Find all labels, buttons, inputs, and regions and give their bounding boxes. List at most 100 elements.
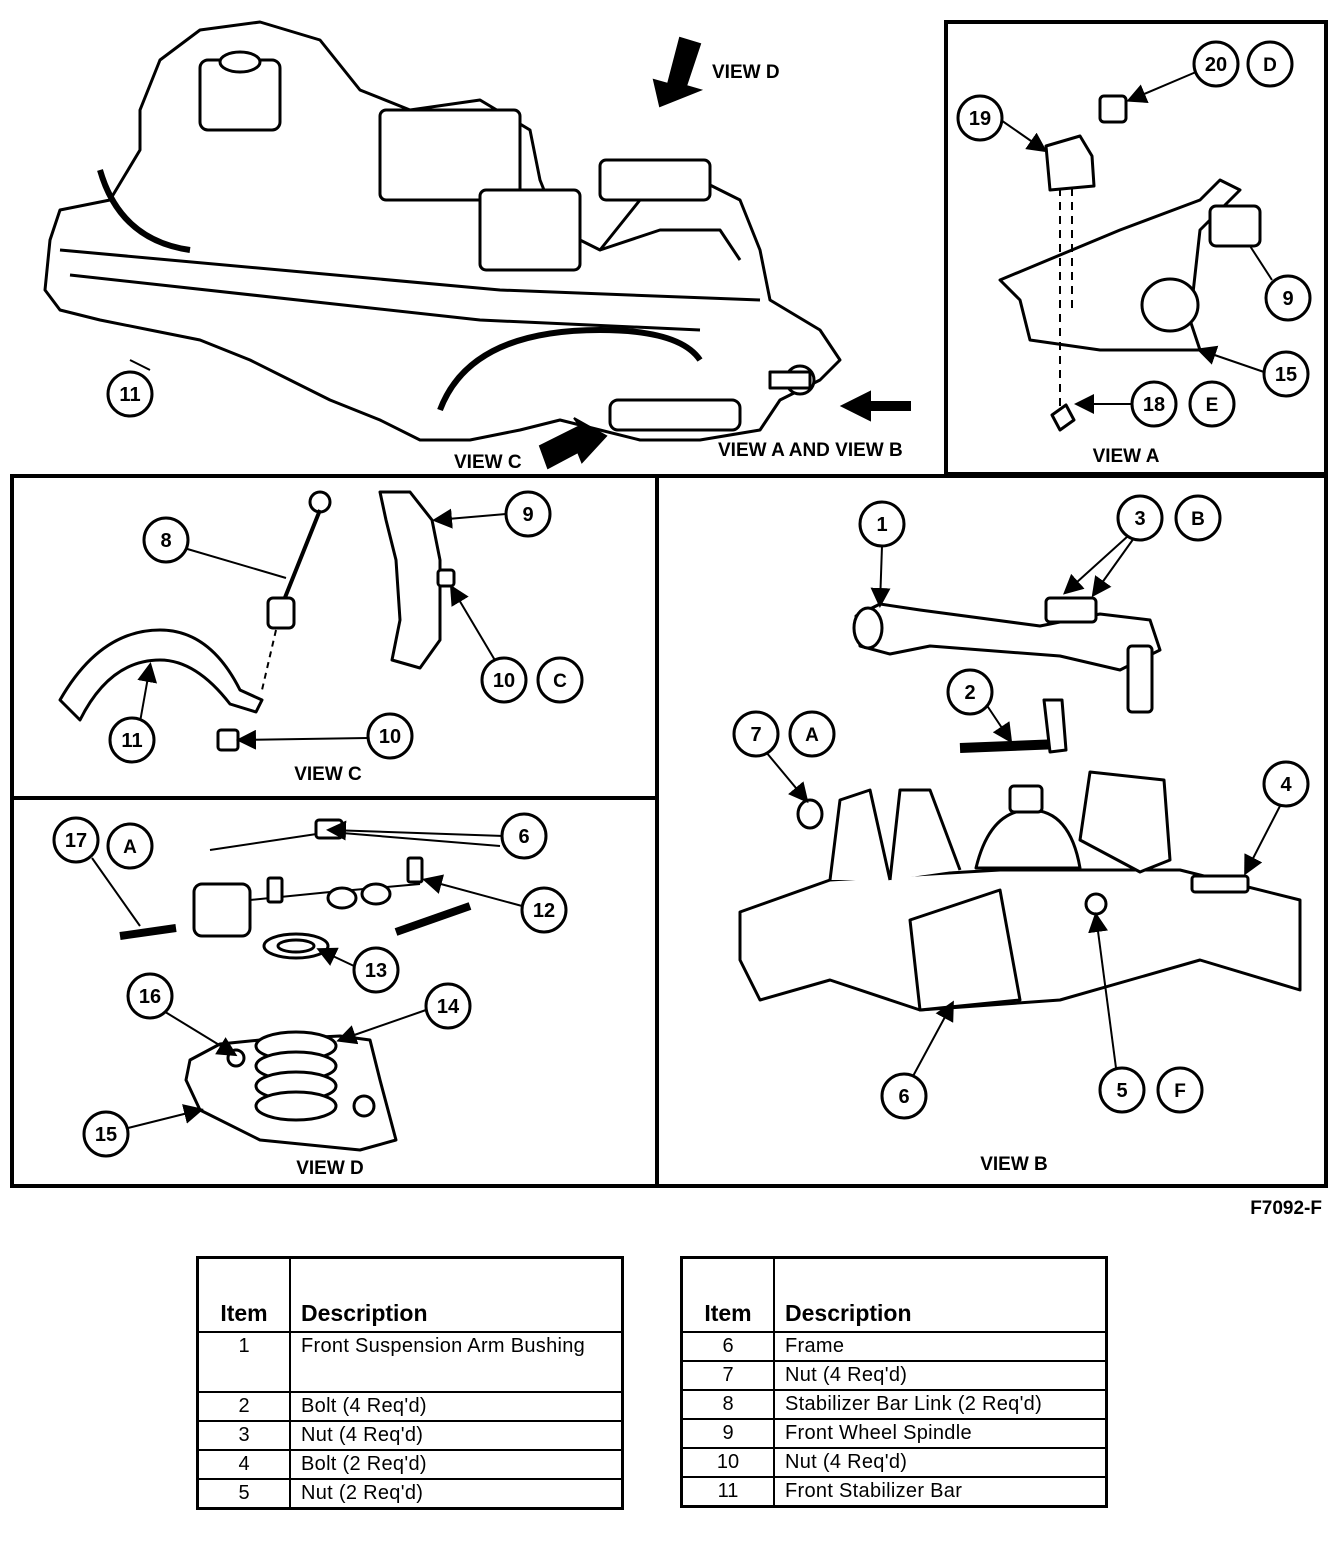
legend-header-item: Item	[680, 1256, 775, 1333]
view-d-label: VIEW D	[296, 1158, 364, 1179]
view-a-label: VIEW A	[1093, 446, 1160, 467]
table-row: 1 Front Suspension Arm Bushing	[196, 1331, 624, 1393]
callout-19: 19	[956, 94, 1048, 153]
svg-text:2: 2	[964, 682, 975, 704]
legend-item-number: 2	[196, 1391, 291, 1422]
svg-text:1: 1	[876, 514, 887, 536]
table-row: 11 Front Stabilizer Bar	[680, 1476, 1108, 1508]
svg-text:14: 14	[437, 996, 460, 1018]
callout-14: 14	[336, 982, 472, 1045]
svg-text:D: D	[1263, 55, 1277, 76]
table-row: 4 Bolt (2 Req'd)	[196, 1449, 624, 1480]
callout-20: 20	[1126, 40, 1240, 103]
svg-text:4: 4	[1280, 774, 1292, 796]
view-ab-arrow-icon	[839, 390, 911, 422]
code-D: D	[1246, 40, 1294, 88]
legend-table-left: Item Description 1 Front Suspension Arm …	[196, 1256, 624, 1510]
svg-text:17: 17	[65, 830, 87, 852]
svg-text:7: 7	[750, 724, 761, 746]
view-b-drawing	[738, 596, 1302, 1012]
view-arrows	[538, 36, 911, 470]
callout-11c: 11	[108, 662, 158, 764]
callout-10-top: 10	[449, 584, 528, 704]
svg-text:16: 16	[139, 986, 161, 1008]
legend-item-number: 6	[680, 1331, 775, 1362]
svg-text:19: 19	[969, 108, 991, 130]
legend-item-number: 5	[196, 1478, 291, 1510]
view-a-drawing	[998, 94, 1262, 432]
callout-17: 17	[52, 816, 141, 927]
svg-text:5: 5	[1116, 1080, 1127, 1102]
legend-header: Item Description	[680, 1256, 1108, 1333]
svg-text:13: 13	[365, 960, 387, 982]
svg-text:11: 11	[121, 730, 142, 752]
callout-9: 9	[1249, 245, 1312, 322]
code-C: C	[536, 656, 584, 704]
main-callout-11: 11	[106, 359, 154, 418]
view-d-callouts: 17 A 6 12 13 16 14	[52, 812, 568, 1158]
view-a-callouts: 19 20 D 9 15 18 E	[956, 40, 1312, 428]
panel-frames	[10, 20, 1328, 1188]
legend-header-description: Description	[289, 1256, 624, 1333]
callout-6d: 6	[326, 812, 548, 860]
callout-4: 4	[1244, 760, 1310, 876]
view-c-callouts: 8 9 10 C 11 10	[108, 490, 584, 764]
legend-header: Item Description	[196, 1256, 624, 1333]
table-row: 6 Frame	[680, 1331, 1108, 1362]
callout-5: 5	[1088, 912, 1146, 1114]
view-c-drawing	[58, 490, 456, 752]
table-row: 3 Nut (4 Req'd)	[196, 1420, 624, 1451]
view-c-arrow-icon	[538, 417, 608, 470]
callout-15d: 15	[82, 1104, 204, 1158]
svg-text:10: 10	[493, 670, 515, 692]
table-row: 5 Nut (2 Req'd)	[196, 1478, 624, 1510]
svg-text:20: 20	[1205, 54, 1227, 76]
svg-text:F: F	[1174, 1081, 1186, 1102]
svg-text:18: 18	[1143, 394, 1165, 416]
legend-item-description: Nut (4 Req'd)	[289, 1420, 624, 1451]
legend-item-number: 7	[680, 1360, 775, 1391]
view-d-arrow-label: VIEW D	[712, 62, 780, 83]
legend-item-number: 9	[680, 1418, 775, 1449]
view-b-label: VIEW B	[980, 1154, 1048, 1175]
view-ab-arrow-label: VIEW A AND VIEW B	[718, 440, 903, 461]
svg-text:6: 6	[898, 1086, 909, 1108]
legend-item-description: Bolt (2 Req'd)	[289, 1449, 624, 1480]
legend-item-number: 4	[196, 1449, 291, 1480]
table-row: 9 Front Wheel Spindle	[680, 1418, 1108, 1449]
code-E: E	[1188, 380, 1236, 428]
view-b-callouts: 1 3 B 2 7 A 4	[732, 494, 1310, 1120]
legend-item-number: 3	[196, 1420, 291, 1451]
legend-item-number: 10	[680, 1447, 775, 1478]
table-row: 7 Nut (4 Req'd)	[680, 1360, 1108, 1391]
svg-text:15: 15	[95, 1124, 117, 1146]
legend-item-description: Front Suspension Arm Bushing	[289, 1331, 624, 1393]
legend-item-number: 1	[196, 1331, 291, 1393]
view-c-arrow-label: VIEW C	[454, 452, 522, 473]
svg-text:3: 3	[1134, 508, 1145, 530]
code-F: F	[1156, 1066, 1204, 1114]
legend-header-item: Item	[196, 1256, 291, 1333]
callout-15: 15	[1196, 345, 1310, 398]
table-row: 8 Stabilizer Bar Link (2 Req'd)	[680, 1389, 1108, 1420]
legend-item-number: 8	[680, 1389, 775, 1420]
svg-text:12: 12	[533, 900, 555, 922]
svg-text:9: 9	[1282, 288, 1293, 310]
code-A-d: A	[106, 822, 154, 870]
code-A-b: A	[788, 710, 836, 758]
legend-item-description: Front Stabilizer Bar	[773, 1476, 1108, 1508]
svg-text:10: 10	[379, 726, 401, 748]
legend-item-description: Stabilizer Bar Link (2 Req'd)	[773, 1389, 1108, 1420]
view-c-label: VIEW C	[294, 764, 362, 785]
callout-16: 16	[126, 972, 238, 1057]
svg-text:C: C	[553, 671, 567, 692]
svg-text:6: 6	[518, 826, 529, 848]
table-row: 10 Nut (4 Req'd)	[680, 1447, 1108, 1478]
frame-lower-views	[10, 474, 1328, 1188]
callout-6b: 6	[880, 1000, 954, 1120]
table-row: 2 Bolt (4 Req'd)	[196, 1391, 624, 1422]
legend-header-description: Description	[773, 1256, 1108, 1333]
svg-text:E: E	[1206, 395, 1219, 416]
svg-text:A: A	[805, 725, 819, 746]
